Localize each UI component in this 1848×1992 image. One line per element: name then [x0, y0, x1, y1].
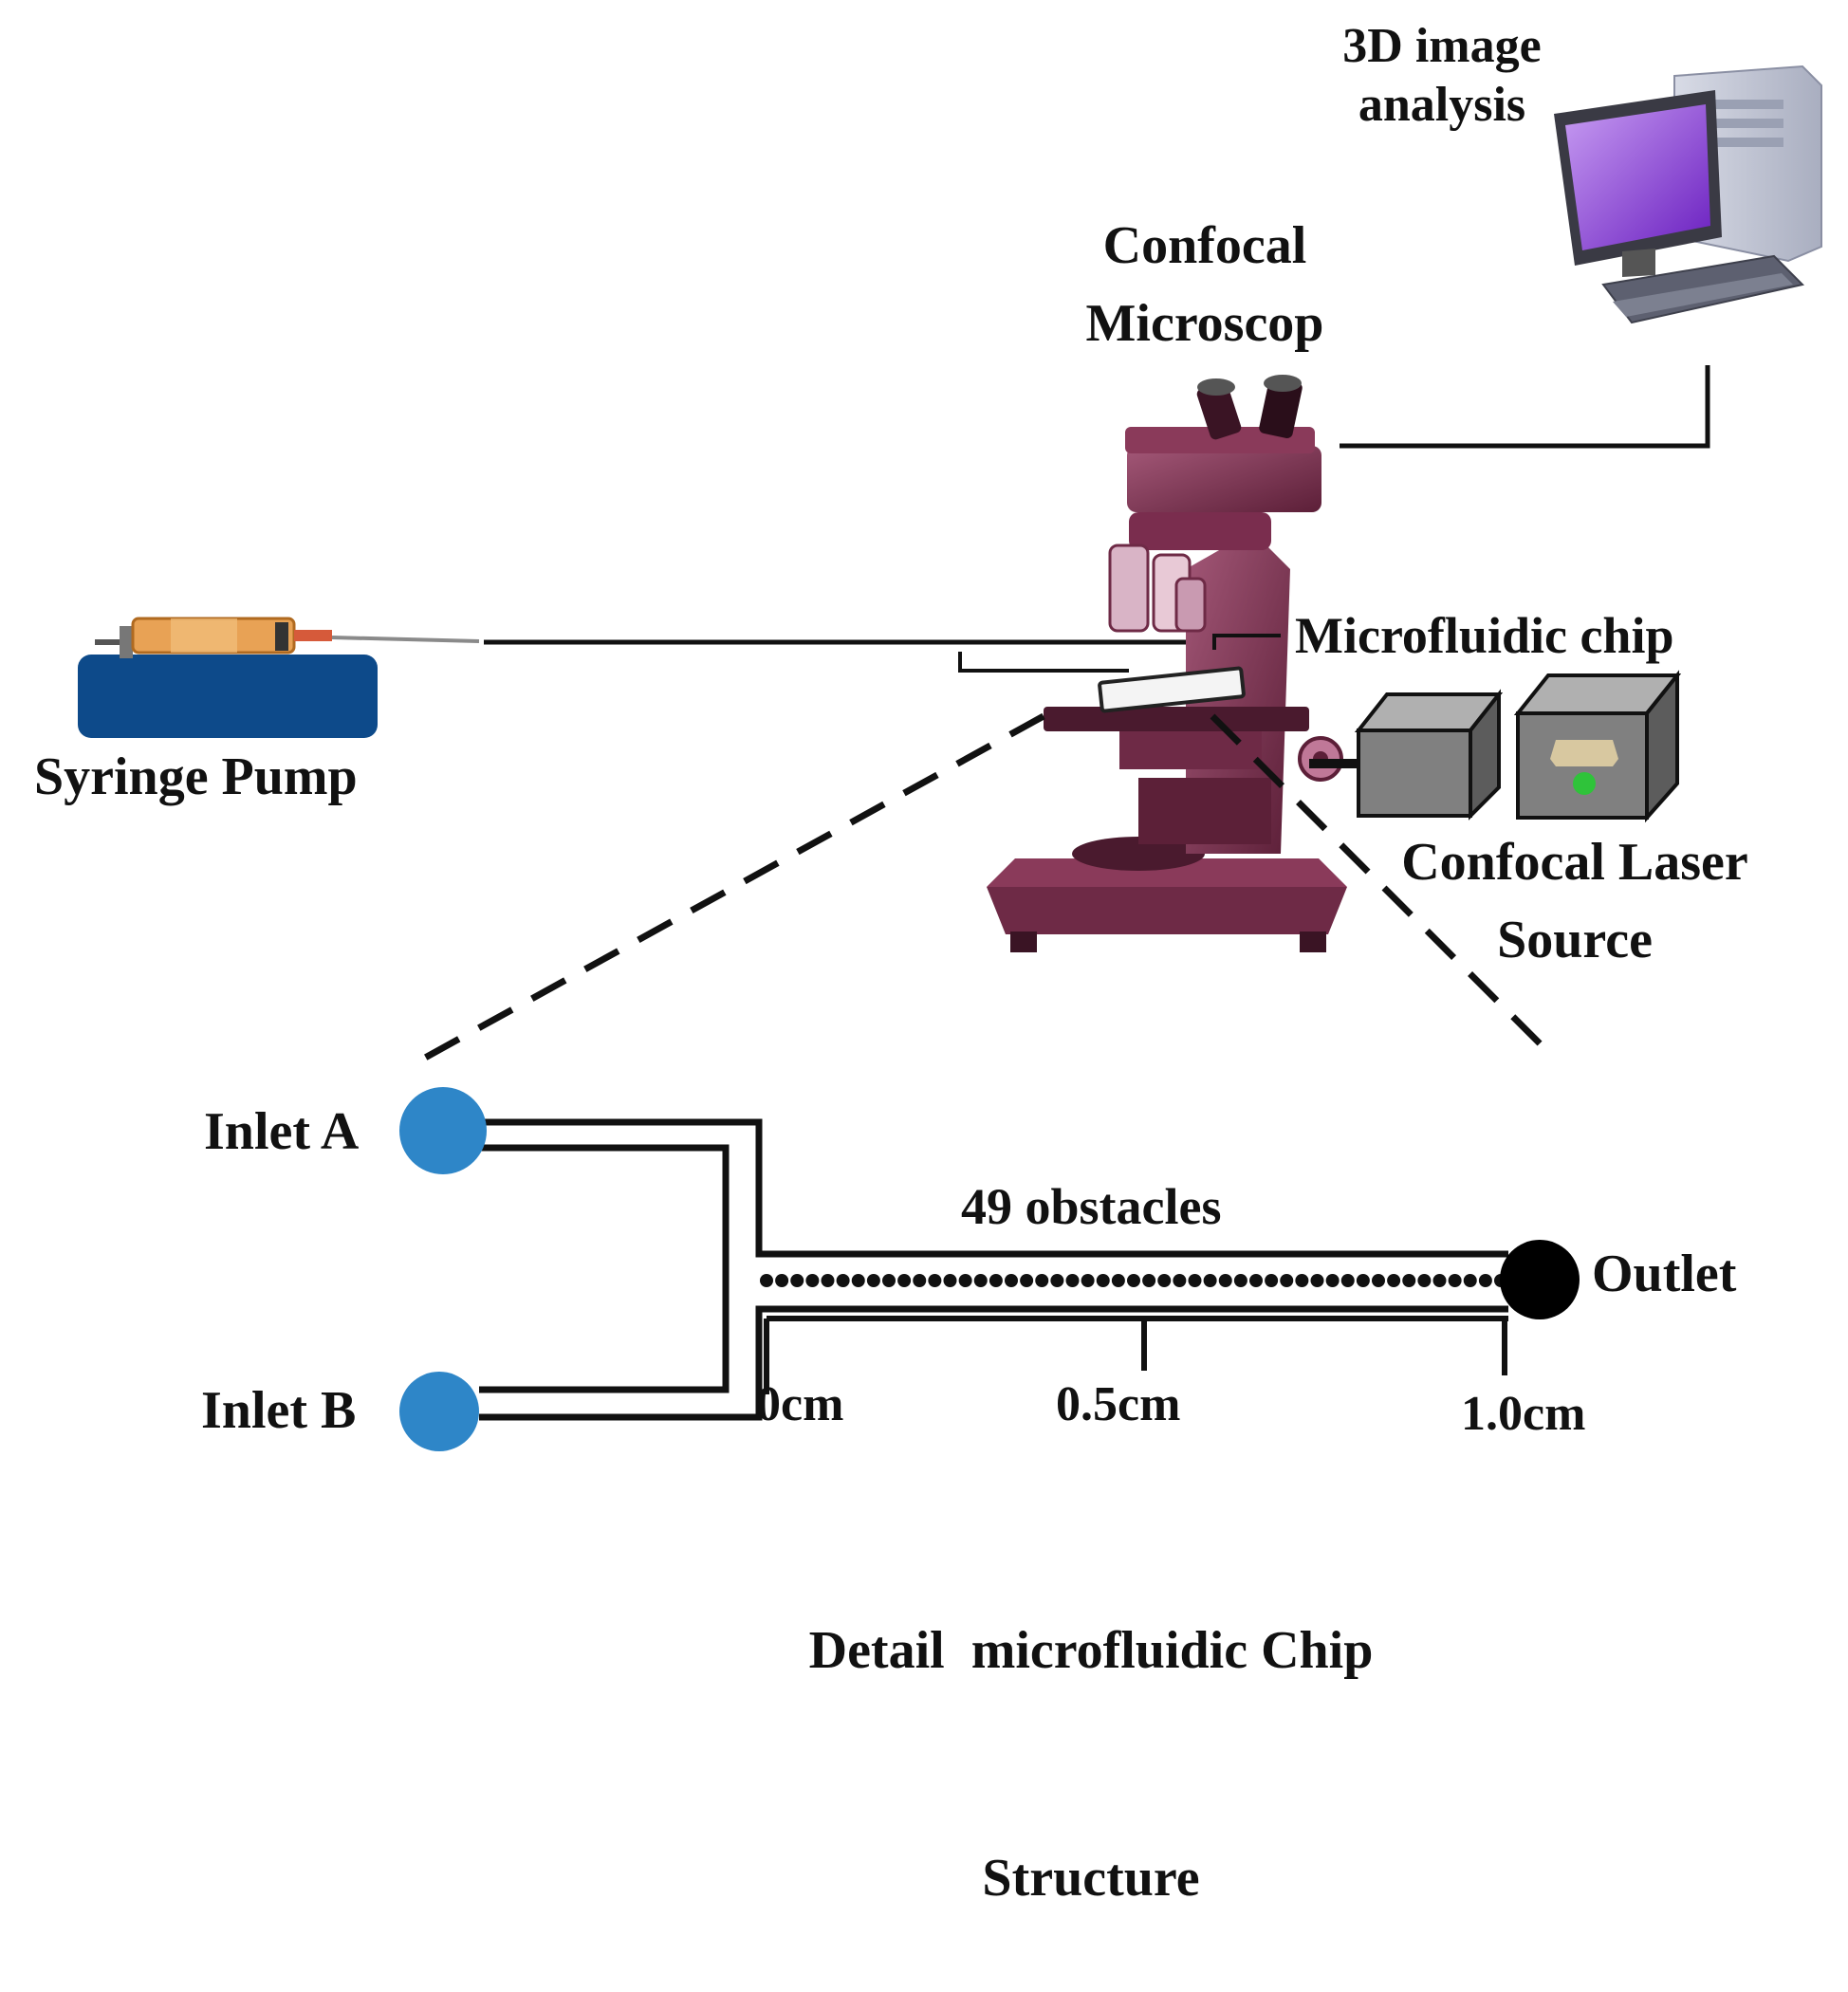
scale-10-label: 1.0cm — [1461, 1387, 1586, 1441]
obstacle — [1005, 1274, 1018, 1287]
inlet-b-port — [399, 1372, 479, 1451]
obstacle — [1127, 1274, 1140, 1287]
obstacle — [851, 1274, 865, 1287]
obstacles-label: 49 obstacles — [961, 1178, 1222, 1235]
microscope-line1: Confocal — [1102, 216, 1307, 275]
microscope-icon — [987, 375, 1347, 952]
outlet-label: Outlet — [1592, 1245, 1737, 1303]
inlet-a-label: Inlet A — [204, 1102, 360, 1161]
tubing-line-2 — [958, 652, 1129, 673]
microscope-line2: Microscop — [1085, 294, 1324, 353]
obstacle — [1402, 1274, 1416, 1287]
chip-structure — [399, 1087, 1580, 1451]
obstacle — [1356, 1274, 1370, 1287]
obstacle — [1325, 1274, 1340, 1287]
zoom-line-left — [406, 712, 1045, 1071]
syringe-pump — [78, 617, 480, 738]
obstacle — [790, 1274, 804, 1287]
laser-source-label: Confocal Laser Source — [1366, 823, 1783, 979]
obstacle — [1233, 1274, 1247, 1287]
obstacle — [1448, 1274, 1462, 1287]
obstacle — [1387, 1274, 1401, 1287]
obstacle — [1432, 1274, 1447, 1287]
image-analysis-line1: 3D image — [1342, 19, 1542, 73]
computer-icon — [1554, 65, 1822, 324]
obstacle — [1173, 1274, 1187, 1287]
obstacle-row — [760, 1274, 1507, 1287]
obstacle — [1035, 1274, 1049, 1287]
image-analysis-label: 3D image analysis — [1300, 17, 1584, 136]
obstacle — [897, 1274, 912, 1287]
obstacle — [1340, 1274, 1355, 1287]
scale-0-label: 0cm — [756, 1377, 844, 1431]
syringe-pump-label: Syringe Pump — [34, 747, 358, 806]
chip-pointer — [1212, 634, 1281, 650]
obstacle — [760, 1274, 773, 1287]
laser-line2: Source — [1497, 911, 1653, 969]
outlet-port — [1500, 1240, 1580, 1319]
inlet-a-port — [399, 1087, 487, 1174]
diagram-canvas — [78, 65, 1822, 1451]
laser-line1: Confocal Laser — [1401, 833, 1748, 892]
scale-05-label: 0.5cm — [1056, 1377, 1181, 1431]
obstacle — [821, 1274, 835, 1287]
obstacle — [805, 1274, 820, 1287]
obstacle — [989, 1274, 1003, 1287]
obstacle — [1310, 1274, 1324, 1287]
obstacle — [1478, 1274, 1492, 1287]
obstacle — [973, 1274, 988, 1287]
obstacle — [1081, 1274, 1095, 1287]
obstacle — [866, 1274, 880, 1287]
obstacle — [1188, 1274, 1202, 1287]
data-cable — [1340, 365, 1710, 449]
obstacle — [836, 1274, 850, 1287]
caption-line2: Structure — [982, 1849, 1200, 1908]
obstacle — [1142, 1274, 1156, 1287]
obstacle — [1372, 1274, 1385, 1287]
pump-base — [78, 655, 378, 738]
obstacle — [1157, 1274, 1172, 1287]
chip-caption: Detail microfluidic Chip Structure — [730, 1461, 1451, 1992]
obstacle — [1417, 1274, 1432, 1287]
syringe-icon — [95, 617, 480, 658]
obstacle — [1096, 1274, 1110, 1287]
obstacle — [775, 1274, 789, 1287]
obstacle — [1295, 1274, 1309, 1287]
obstacle — [1020, 1274, 1034, 1287]
setup-diagram: 3D image analysis Confocal Microscop Mic… — [34, 17, 1822, 1908]
obstacle — [1265, 1274, 1279, 1287]
obstacle — [1065, 1274, 1080, 1287]
obstacle — [943, 1274, 957, 1287]
microfluidic-chip-label: Microfluidic chip — [1295, 607, 1674, 664]
caption-line1: Detail microfluidic Chip — [808, 1621, 1374, 1680]
obstacle — [1203, 1274, 1217, 1287]
microscope-label: Confocal Microscop — [1053, 207, 1357, 362]
obstacle — [1249, 1274, 1263, 1287]
obstacle — [1280, 1274, 1294, 1287]
image-analysis-line2: analysis — [1358, 78, 1526, 133]
obstacle — [1218, 1274, 1232, 1287]
inlet-b-label: Inlet B — [201, 1381, 357, 1440]
zoom-line-right — [1210, 713, 1547, 1051]
obstacle — [882, 1274, 896, 1287]
obstacle — [1050, 1274, 1064, 1287]
obstacle — [1463, 1274, 1477, 1287]
obstacle — [913, 1274, 927, 1287]
obstacle — [958, 1274, 972, 1287]
obstacle — [928, 1274, 942, 1287]
obstacle — [1111, 1274, 1125, 1287]
laser-box-icon — [1309, 670, 1682, 823]
